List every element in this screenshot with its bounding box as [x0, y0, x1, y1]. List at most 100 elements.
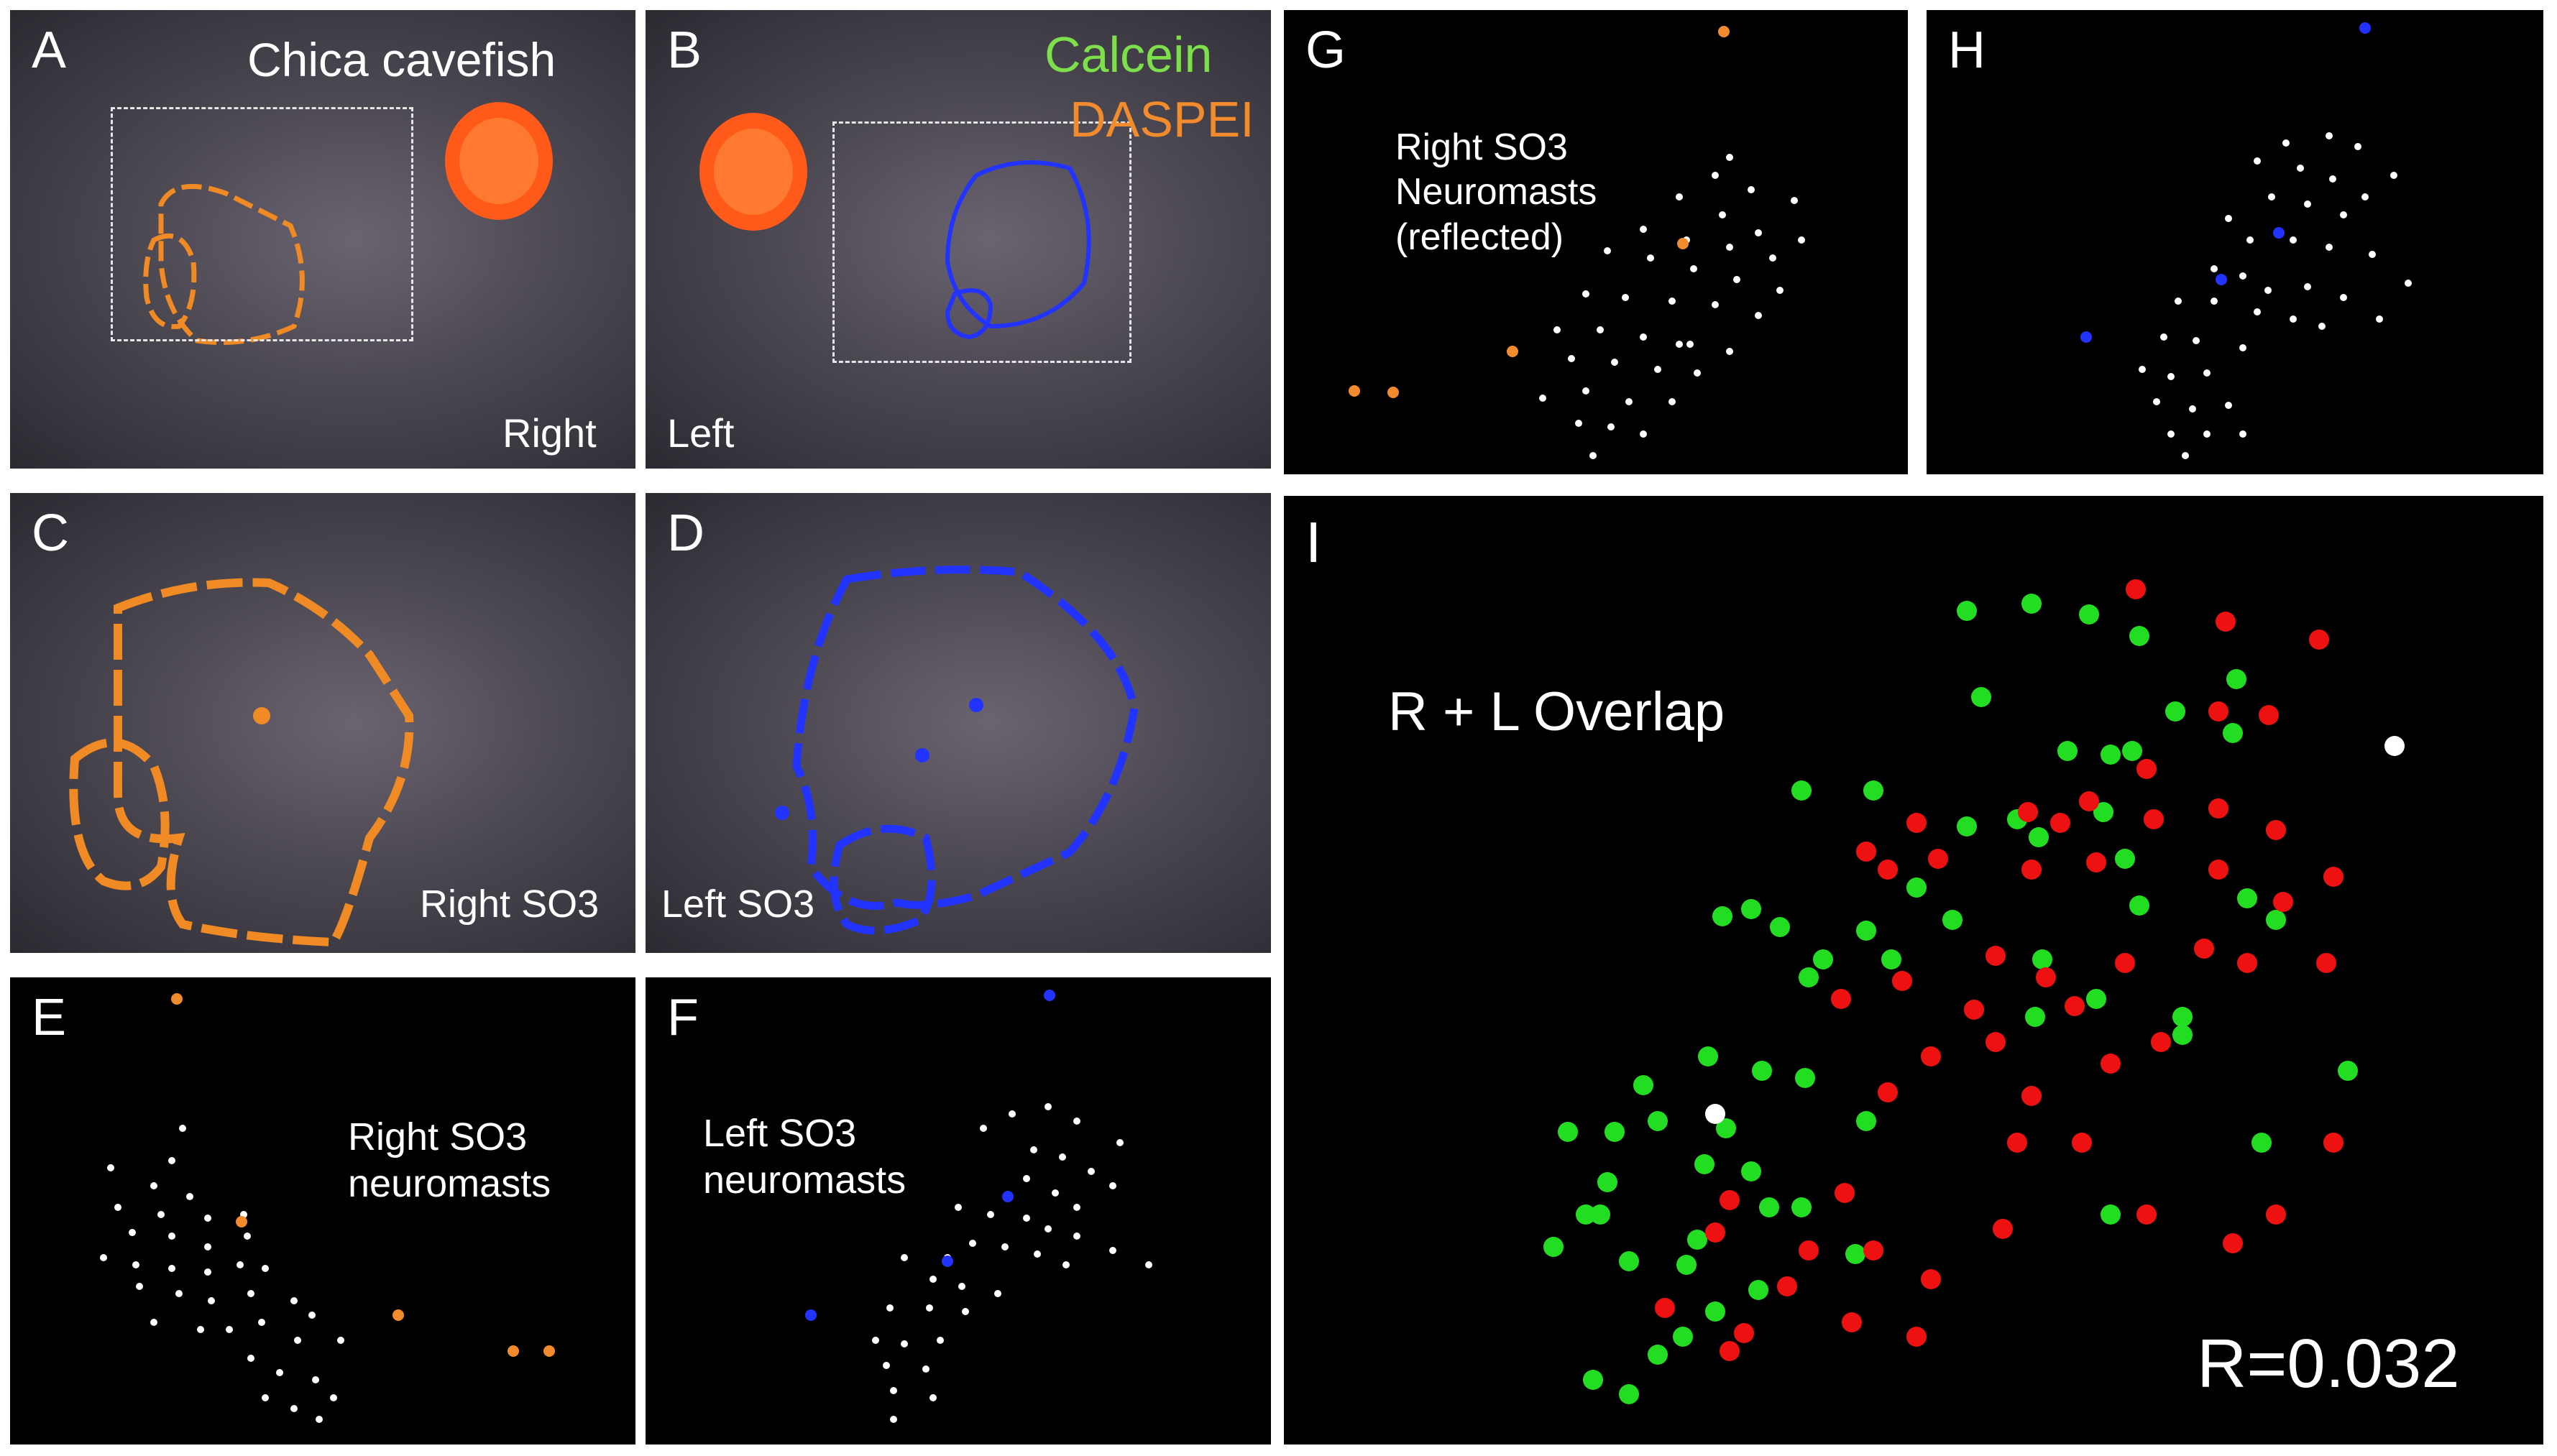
neuromast-dot — [2369, 251, 2376, 258]
neuromast-dot — [337, 1337, 344, 1344]
left-neuromast-dot — [1878, 860, 1898, 880]
panel-e-letter: E — [32, 989, 67, 1046]
neuromast-dot — [2390, 172, 2397, 179]
panel-f-label: Left SO3 neuromasts — [703, 1112, 906, 1202]
neuromast-dot — [1712, 172, 1719, 179]
panel-b-zoom-box — [832, 121, 1131, 363]
neuromast-dot — [175, 1290, 183, 1297]
right-neuromast-dot — [1619, 1251, 1639, 1271]
neuromast-dot — [955, 1204, 962, 1211]
neuromast-dot — [204, 1215, 211, 1222]
left-neuromast-dot — [2079, 791, 2099, 811]
neuromast-dot — [1597, 326, 1604, 333]
neuromast-dot — [1668, 398, 1676, 405]
neuromast-dot — [1748, 186, 1755, 193]
left-neuromast-dot — [2050, 813, 2070, 833]
neuromast-dot — [1539, 395, 1546, 402]
daspei-dot — [1718, 26, 1730, 37]
panel-i-letter: I — [1305, 510, 1322, 574]
left-neuromast-dot — [2065, 996, 2085, 1016]
neuromast-dot — [129, 1229, 136, 1236]
right-neuromast-dot — [1694, 1154, 1714, 1174]
left-neuromast-dot — [1842, 1312, 1862, 1332]
neuromast-dot — [1604, 247, 1611, 254]
neuromast-dot — [2354, 143, 2361, 150]
neuromast-dot — [2225, 402, 2232, 409]
neuromast-dot — [890, 1387, 897, 1394]
neuromast-dot — [1052, 1189, 1059, 1197]
neuromast-dot — [1625, 398, 1633, 405]
neuromast-dot — [890, 1416, 897, 1423]
neuromast-dot — [1073, 1204, 1080, 1211]
right-neuromast-dot — [1759, 1197, 1779, 1217]
neuromast-dot — [2239, 272, 2246, 280]
daspei-dot — [236, 1216, 247, 1227]
calcein-dot — [2080, 331, 2092, 343]
neuromast-dot — [2153, 398, 2160, 405]
panel-d-label: Left SO3 — [661, 883, 815, 926]
neuromast-dot — [1712, 301, 1719, 308]
right-neuromast-dot — [1558, 1122, 1578, 1142]
neuromast-dot — [1769, 254, 1776, 262]
neuromast-dot — [2304, 201, 2311, 208]
left-neuromast-dot — [2086, 852, 2106, 872]
panel-d-letter: D — [667, 504, 704, 562]
right-neuromast-dot — [2223, 723, 2243, 743]
neuromast-dot — [1726, 244, 1733, 251]
panel-e: E Right SO3 neuromasts — [10, 977, 635, 1445]
right-neuromast-dot — [2251, 1133, 2272, 1153]
right-neuromast-dot — [1863, 780, 1883, 801]
neuromast-dot — [136, 1283, 143, 1290]
left-neuromast-dot — [2323, 867, 2343, 887]
panel-b-image — [699, 113, 1091, 340]
neuromast-dot — [2326, 244, 2333, 251]
right-neuromast-dot — [1791, 1197, 1812, 1217]
panel-b-side-label: Left — [667, 410, 735, 456]
neuromast-dot — [962, 1308, 969, 1315]
right-neuromast-dot — [2226, 669, 2246, 689]
neuromast-dot — [1791, 197, 1798, 204]
left-neuromast-dot — [2266, 820, 2286, 840]
neuromast-dot — [262, 1394, 269, 1401]
left-neuromast-dot — [2208, 798, 2228, 819]
neuromast-dot — [2282, 139, 2290, 147]
left-neuromast-dot — [1921, 1046, 1941, 1066]
neuromast-dot — [2167, 373, 2175, 380]
right-neuromast-dot — [1648, 1111, 1668, 1131]
left-neuromast-dot — [1777, 1276, 1797, 1296]
panel-d-image — [775, 566, 1139, 935]
neuromast-dot — [1073, 1118, 1080, 1125]
left-neuromast-dot — [2101, 1054, 2121, 1074]
neuromast-dot — [2160, 333, 2167, 341]
right-neuromast-dot — [1957, 816, 1977, 837]
daspei-dot — [392, 1309, 404, 1321]
right-neuromast-dot — [1648, 1345, 1668, 1365]
neuromast-dot — [197, 1326, 204, 1333]
right-neuromast-dot — [2032, 949, 2052, 969]
neuromast-dot — [247, 1290, 254, 1297]
neuromast-dot — [2193, 337, 2200, 344]
neuromast-dot — [1755, 312, 1762, 319]
neuromast-dot — [901, 1254, 908, 1261]
neuromast-dot — [937, 1337, 944, 1344]
neuromast-dot — [1088, 1168, 1095, 1175]
right-neuromast-dot — [1597, 1172, 1617, 1192]
right-neuromast-dot — [1971, 687, 1991, 707]
right-neuromast-dot — [1791, 780, 1812, 801]
left-neuromast-dot — [1655, 1298, 1675, 1318]
neuromast-dot — [1589, 452, 1597, 459]
left-neuromast-dot — [1993, 1219, 2013, 1239]
right-neuromast-dot — [1698, 1046, 1718, 1066]
left-neuromast-dot — [2223, 1233, 2243, 1253]
calcein-dot — [942, 1255, 953, 1267]
neuromast-dot — [179, 1125, 186, 1132]
neuromast-dot — [157, 1211, 165, 1218]
neuromast-dot — [2405, 280, 2412, 287]
left-neuromast-dot — [1856, 842, 1876, 862]
neuromast-dot — [1109, 1182, 1116, 1189]
panel-b: B Calcein DASPEI Left — [646, 10, 1271, 469]
right-neuromast-dot — [2029, 827, 2049, 847]
right-neuromast-dot — [1906, 877, 1927, 898]
right-neuromast-dot — [1633, 1075, 1653, 1095]
neuromast-dot — [186, 1193, 193, 1200]
